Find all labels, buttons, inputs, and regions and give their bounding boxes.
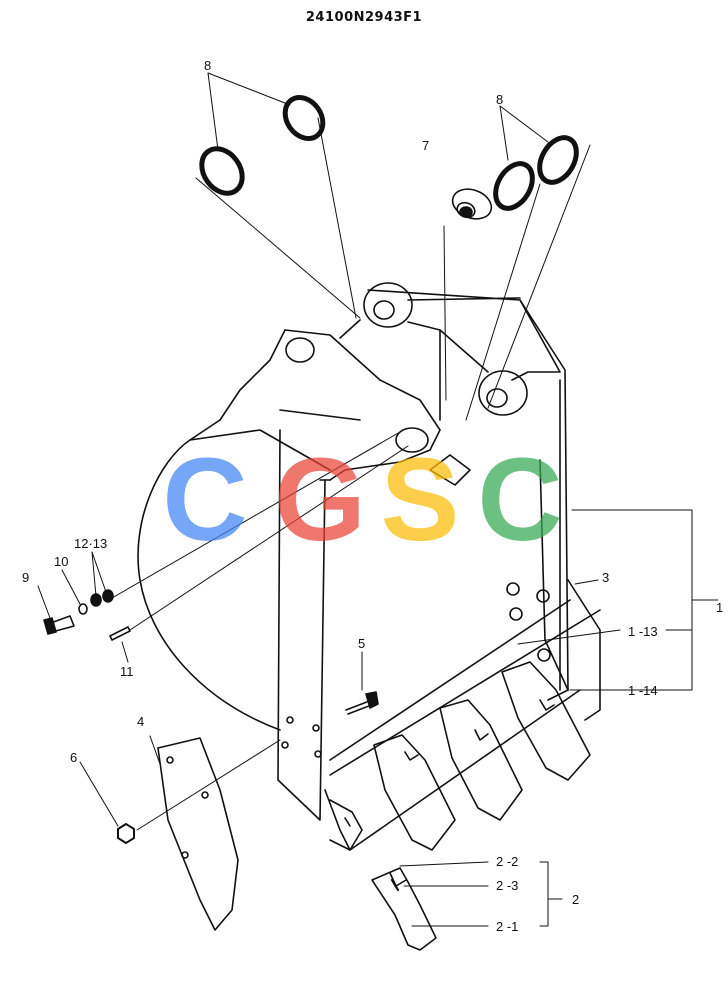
- watermark-letter-g: G: [274, 434, 366, 566]
- callout-1: 1: [716, 600, 723, 615]
- bucket-body: [137, 282, 601, 851]
- callout-10: 10: [54, 554, 68, 569]
- o-ring-top-center: [282, 95, 326, 141]
- watermark-letter-s: S: [381, 434, 460, 566]
- drawing-number: 24100N2943F1: [305, 10, 423, 25]
- callout-6: 6: [70, 750, 77, 765]
- callout-3: 3: [602, 570, 609, 585]
- side-cutter: [157, 737, 239, 931]
- callout-8-right: 8: [496, 92, 503, 107]
- callout-2: 2: [572, 892, 579, 907]
- callout-12-13: 12·13: [74, 536, 107, 551]
- nut-12-13-part: [90, 589, 114, 607]
- callout-2-3: 2 -3: [496, 878, 518, 893]
- bushing-part: [451, 188, 493, 220]
- pin-11-part: [109, 626, 131, 641]
- nut-part: [117, 739, 281, 844]
- o-ring-top-left: [199, 146, 245, 196]
- callout-1-13: 1 -13: [628, 624, 658, 639]
- callout-7: 7: [422, 138, 429, 153]
- callout-8-left: 8: [204, 58, 211, 73]
- callout-5: 5: [358, 636, 365, 651]
- callout-4: 4: [137, 714, 144, 729]
- callout-9: 9: [22, 570, 29, 585]
- tooth-assembly: [371, 867, 437, 951]
- bolt-9-part: [43, 615, 75, 635]
- watermark-letter-c2: C: [477, 434, 562, 566]
- o-ring-right-2: [537, 135, 579, 185]
- callout-11: 11: [120, 664, 134, 679]
- bucket-teeth: [329, 661, 591, 851]
- bolt-part: [345, 691, 379, 715]
- washer-10-part: [78, 603, 88, 615]
- watermark-letter-c1: C: [162, 434, 247, 566]
- o-ring-right-1: [493, 161, 535, 211]
- callout-2-1: 2 -1: [496, 919, 518, 934]
- callout-1-14: 1 -14: [628, 683, 658, 698]
- callout-2-2: 2 -2: [496, 854, 518, 869]
